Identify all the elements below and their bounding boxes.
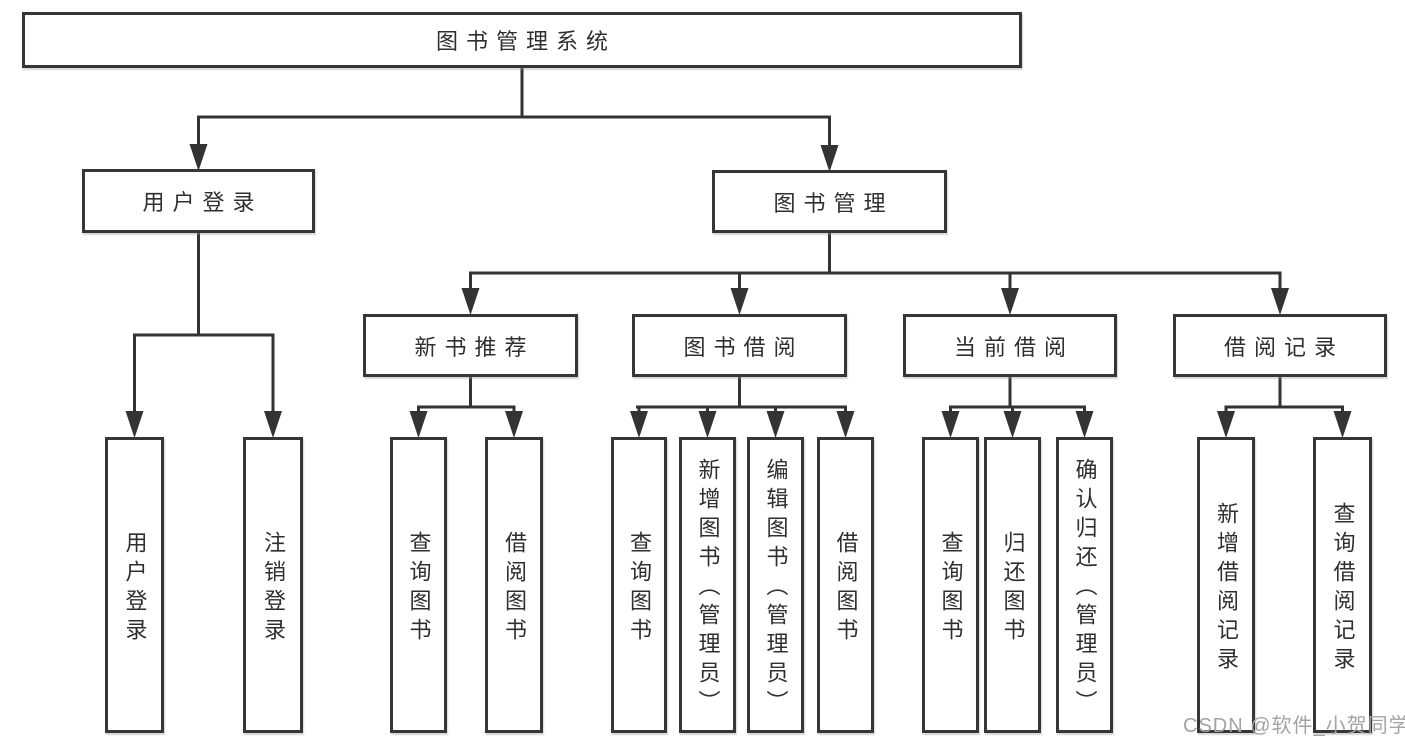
- node-label: 新增图书（管理员）: [695, 458, 721, 719]
- node-label: 归还图书: [1000, 530, 1026, 647]
- node-label: 新增借阅记录: [1214, 501, 1239, 676]
- node-current-borrow: 当前借阅: [903, 314, 1117, 377]
- node-book-borrow: 图书借阅: [632, 314, 847, 377]
- csdn-watermark: CSDN @软件_小贺同学: [1183, 715, 1405, 737]
- node-label: 用户登录: [122, 530, 148, 647]
- node-label: 图书管理系统: [435, 29, 616, 54]
- node-label: 借阅图书: [502, 530, 527, 647]
- node-label: 查询图书: [627, 530, 652, 647]
- node-label: 用户登录: [142, 190, 263, 215]
- leaf-borrow-books: 借阅图书: [817, 437, 874, 733]
- node-label: 图书管理: [773, 190, 894, 216]
- leaf-query-books-current: 查询图书: [922, 437, 979, 733]
- leaf-add-books-admin: 新增图书（管理员）: [679, 437, 736, 733]
- node-label: 查询图书: [406, 530, 432, 647]
- leaf-edit-books-admin: 编辑图书（管理员）: [747, 437, 804, 733]
- node-label: 注销登录: [261, 530, 286, 647]
- leaf-user-login: 用户登录: [105, 437, 164, 733]
- leaf-query-borrow-record: 查询借阅记录: [1313, 437, 1372, 733]
- leaf-query-books-borrow: 查询图书: [611, 437, 667, 733]
- leaf-confirm-return-admin: 确认归还（管理员）: [1056, 437, 1113, 733]
- node-borrow-records: 借阅记录: [1173, 314, 1387, 377]
- leaf-logout: 注销登录: [243, 437, 303, 733]
- leaf-query-books-recommend: 查询图书: [390, 437, 447, 733]
- node-label: 查询借阅记录: [1330, 501, 1356, 676]
- node-new-book-recommend: 新书推荐: [363, 314, 578, 377]
- node-label: 确认归还（管理员）: [1072, 458, 1098, 719]
- node-label: 图书借阅: [683, 334, 804, 360]
- node-label: 编辑图书（管理员）: [763, 458, 789, 719]
- leaf-add-borrow-record: 新增借阅记录: [1197, 437, 1255, 733]
- node-book-management-branch: 图书管理: [712, 170, 947, 233]
- node-label: 借阅图书: [833, 530, 859, 647]
- node-user-login-branch: 用户登录: [82, 169, 315, 233]
- node-label: 新书推荐: [414, 334, 535, 360]
- leaf-return-books: 归还图书: [984, 437, 1041, 733]
- node-label: 查询图书: [938, 530, 964, 647]
- node-label: 借阅记录: [1223, 334, 1344, 360]
- node-library-management-system: 图书管理系统: [22, 12, 1022, 68]
- leaf-borrow-books-recommend: 借阅图书: [485, 437, 543, 733]
- node-label: 当前借阅: [953, 334, 1074, 360]
